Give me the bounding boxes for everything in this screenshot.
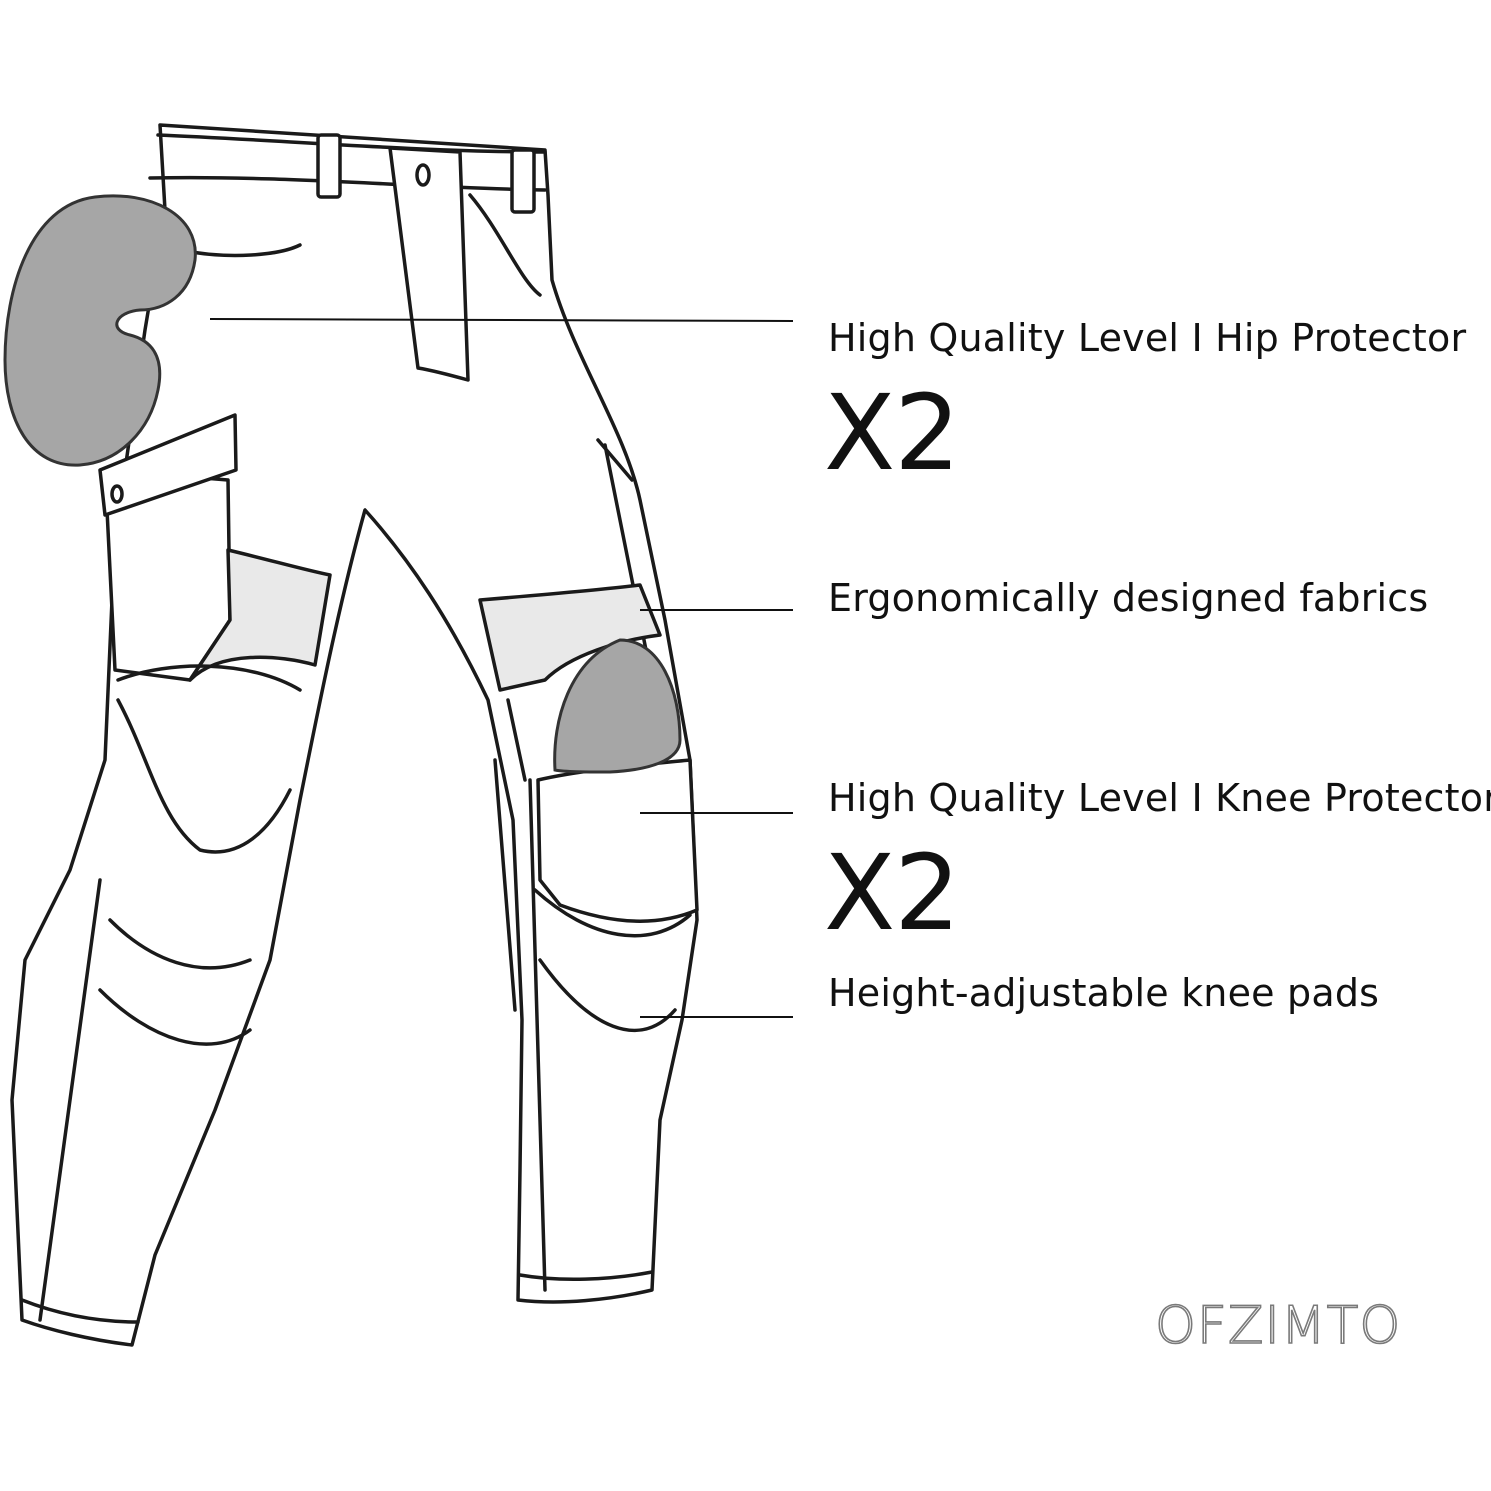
leg-stripe <box>38 758 547 1322</box>
waistband <box>148 133 547 192</box>
hip-protector-shape <box>3 194 197 467</box>
knee-protector-shape <box>553 638 682 774</box>
belt-loop <box>316 133 342 199</box>
hip-protector-quantity: X2 <box>824 372 960 494</box>
stretch-panel-right <box>478 583 662 692</box>
brand-wordmark: OFZIMTO <box>1154 1295 1402 1357</box>
fabrics-label: Ergonomically designed fabrics <box>828 576 1429 620</box>
knee-pads-label: Height-adjustable knee pads <box>828 971 1380 1015</box>
hip-protector-label: High Quality Level I Hip Protector <box>828 316 1467 360</box>
belt-loop <box>510 148 536 214</box>
knee-pocket <box>536 758 699 923</box>
leader-line-hip <box>209 318 794 322</box>
cargo-pocket-flap <box>98 413 238 517</box>
knee-protector-quantity: X2 <box>824 832 960 954</box>
hem <box>20 1270 654 1324</box>
knee-protector-label: High Quality Level I Knee Protector <box>828 776 1491 820</box>
fly-flap <box>388 146 470 382</box>
knee-seam <box>98 664 302 1046</box>
waist-button <box>415 163 431 187</box>
pocket-button <box>110 484 124 504</box>
knee-seam <box>506 698 692 1033</box>
